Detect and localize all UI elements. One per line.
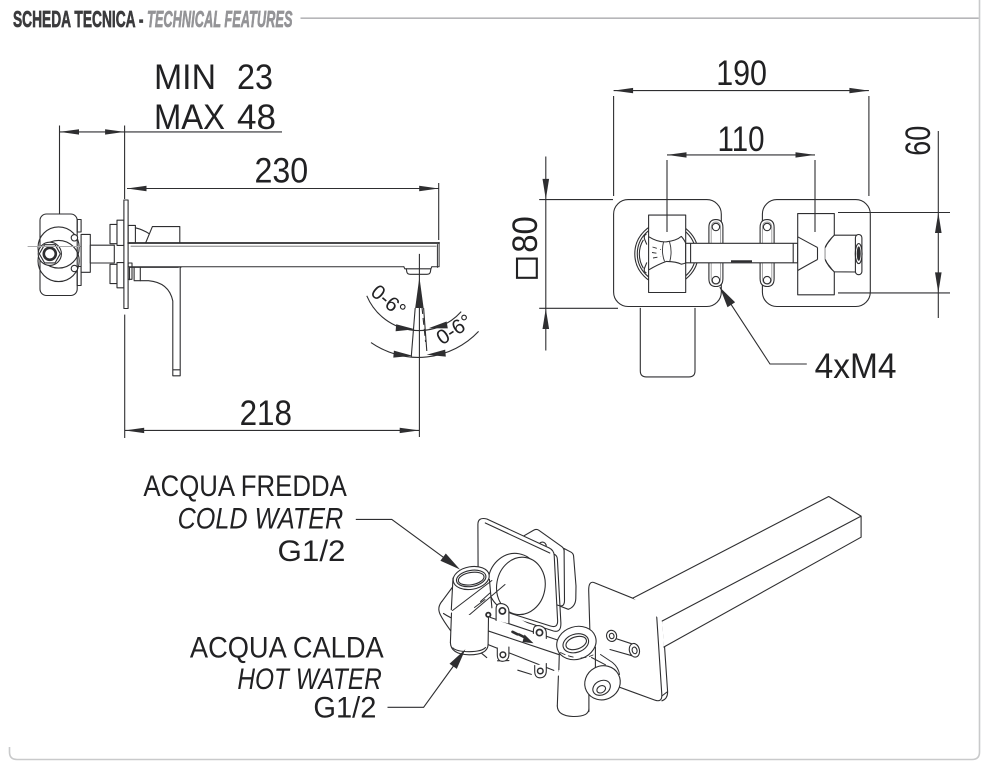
svg-text:TECHNICAL FEATURES: TECHNICAL FEATURES [147,6,293,32]
svg-text:MAX: MAX [154,97,225,137]
svg-text:4xM4: 4xM4 [815,346,897,386]
svg-text:230: 230 [255,150,309,190]
svg-text:ACQUA FREDDA: ACQUA FREDDA [143,470,346,503]
svg-text:190: 190 [716,53,767,93]
svg-text:MIN: MIN [154,57,216,97]
svg-text:0-6°: 0-6° [432,310,476,350]
svg-text:23: 23 [237,57,273,97]
svg-text:110: 110 [718,119,765,159]
svg-text:HOT WATER: HOT WATER [237,663,381,696]
svg-text:ACQUA CALDA: ACQUA CALDA [190,632,384,665]
svg-text:80: 80 [505,216,545,253]
svg-text:60: 60 [898,126,938,156]
svg-text:COLD WATER: COLD WATER [178,502,344,535]
svg-text:48: 48 [237,97,276,137]
svg-text:G1/2: G1/2 [313,692,376,725]
svg-text:0-6°: 0-6° [366,280,410,322]
svg-text:218: 218 [240,393,292,433]
svg-text:SCHEDA TECNICA -: SCHEDA TECNICA - [13,6,144,32]
svg-text:G1/2: G1/2 [278,535,346,568]
